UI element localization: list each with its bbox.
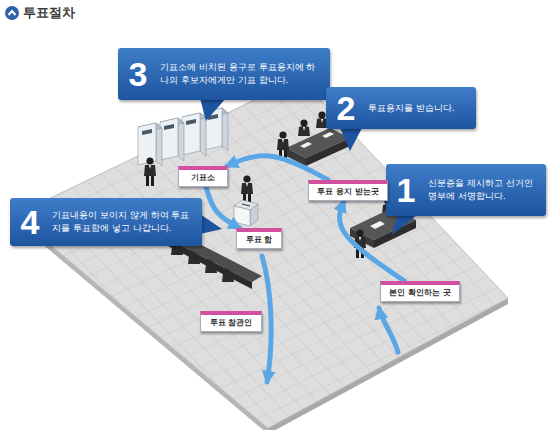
step-callout: 1 신분증을 제시하고 선거인명부에 서명합니다. [386, 164, 546, 216]
booth-plate [142, 129, 152, 135]
station-sign: 투표 참관인 [200, 311, 262, 332]
booth-front [160, 118, 178, 160]
station-label: 투표 참관인 [203, 317, 259, 328]
voter-figure [144, 157, 156, 186]
clerk-figure [298, 119, 310, 136]
flow-arrow [227, 156, 328, 180]
page-title: 투표절차 [23, 5, 75, 21]
paper-sheet [300, 142, 312, 148]
booth-plate [186, 119, 196, 125]
title-icon [5, 6, 19, 20]
booth-side [156, 123, 162, 166]
station-label: 본인 확인하는 곳 [383, 287, 457, 298]
callout-pointer [340, 128, 362, 151]
station-sign: 기표소 [178, 166, 228, 187]
voter-figure [354, 229, 366, 258]
flow-arrow [206, 187, 240, 228]
callout-number: 4 [15, 205, 45, 239]
callout-pointer [200, 98, 226, 121]
callout-text: 신분증을 제시하고 선거인명부에 서명합니다. [428, 177, 539, 203]
paper-sheet [370, 221, 385, 229]
floor [15, 78, 508, 428]
paper-sheet [322, 132, 334, 138]
desk-front [306, 138, 350, 166]
step-callout: 2 투표용지를 받습니다. [326, 87, 476, 129]
callout-text: 기표내용이 보이지 않게 하여 투표지를 투표함에 넣고 나갑니다. [52, 209, 195, 235]
booth-front [138, 123, 156, 165]
voter-figure [241, 175, 253, 204]
booth-side [222, 108, 228, 151]
booth-front [182, 113, 200, 155]
booth-side [200, 113, 206, 156]
callout-number: 1 [391, 173, 421, 207]
station-label: 투표 용지 받는곳 [311, 186, 385, 197]
booth-side [178, 118, 184, 161]
booth-plate [164, 124, 174, 130]
callout-pointer [200, 214, 222, 234]
callout-number: 3 [123, 57, 153, 91]
callout-text: 투표용지를 받습니다. [368, 102, 469, 115]
station-sign: 투표 용지 받는곳 [308, 180, 388, 201]
station-sign: 본인 확인하는 곳 [380, 281, 460, 302]
entry-arrow [379, 308, 398, 352]
station-label: 투표 함 [239, 234, 279, 245]
voter-figure [277, 131, 289, 160]
station-label: 기표소 [181, 172, 225, 183]
callout-number: 2 [331, 91, 361, 125]
ballot-box-front [234, 206, 250, 226]
step-callout: 3 기표소에 비치된 용구로 투표용지에 하나의 후보자에게만 기표 합니다. [118, 48, 330, 100]
ballot-slot [242, 204, 250, 206]
step-callout: 4 기표내용이 보이지 않게 하여 투표지를 투표함에 넣고 나갑니다. [10, 198, 202, 246]
exit-arrow [262, 256, 271, 382]
title-icon-chevron [9, 11, 16, 15]
callout-text: 기표소에 비치된 용구로 투표용지에 하나의 후보자에게만 기표 합니다. [160, 61, 323, 87]
desk-side [286, 148, 306, 166]
station-sign: 투표 함 [236, 228, 282, 249]
callout-pointer [392, 214, 418, 235]
